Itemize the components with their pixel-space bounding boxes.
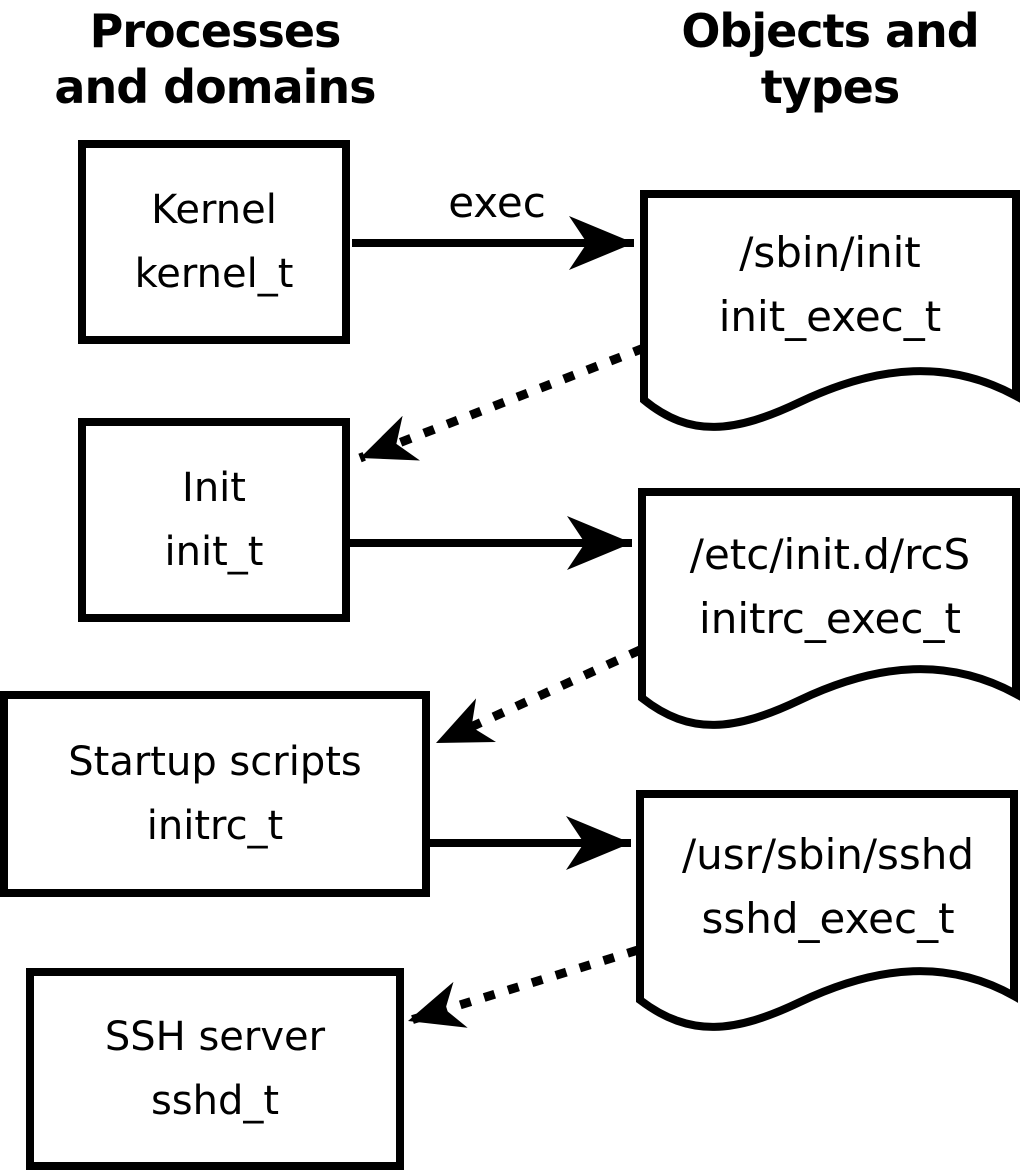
process-name: Startup scripts: [68, 739, 362, 785]
header-line: Processes: [89, 4, 342, 58]
header-line: types: [760, 60, 900, 114]
object-path: /sbin/init: [739, 228, 921, 277]
process-domain-type: init_t: [164, 529, 264, 575]
process-domain-type: kernel_t: [134, 251, 294, 297]
process-name: Init: [182, 465, 246, 511]
document-shape-usr-sbin-sshd: [636, 790, 1018, 1031]
process-domain-type: initrc_t: [146, 803, 284, 849]
object-file-type: sshd_exec_t: [701, 894, 955, 943]
document-shape-etc-initd-rcs: [638, 488, 1020, 729]
header-objects-and-types: Objects and types: [630, 0, 1024, 118]
process-domain-type: sshd_t: [150, 1078, 280, 1124]
dotted-arrow-sshd-exec-to-sshd: [406, 945, 640, 1028]
exec-arrow-label: exec: [448, 178, 546, 227]
object-label-etc-initd-rcs: /etc/init.d/rcS initrc_exec_t: [648, 492, 1012, 682]
process-box-startup-scripts: Startup scripts initrc_t: [0, 691, 430, 897]
document-shape-sbin-init: [640, 190, 1020, 431]
process-box-ssh-server: SSH server sshd_t: [26, 968, 404, 1170]
process-name: SSH server: [104, 1014, 326, 1060]
header-line: and domains: [54, 60, 376, 114]
object-label-sbin-init: /sbin/init init_exec_t: [648, 190, 1012, 380]
object-file-type: initrc_exec_t: [699, 594, 961, 643]
dotted-arrow-initrc-exec-to-initrc: [434, 645, 642, 748]
process-box-kernel: Kernel kernel_t: [78, 140, 350, 344]
process-box-init: Init init_t: [78, 418, 350, 622]
dotted-arrow-init-exec-to-init: [358, 343, 646, 463]
header-line: Objects and: [681, 4, 979, 58]
process-name: Kernel: [151, 187, 277, 233]
object-path: /etc/init.d/rcS: [689, 530, 971, 579]
object-label-usr-sbin-sshd: /usr/sbin/sshd sshd_exec_t: [646, 792, 1010, 982]
object-file-type: init_exec_t: [718, 292, 942, 341]
header-processes-and-domains: Processes and domains: [0, 0, 430, 118]
object-path: /usr/sbin/sshd: [681, 830, 975, 879]
